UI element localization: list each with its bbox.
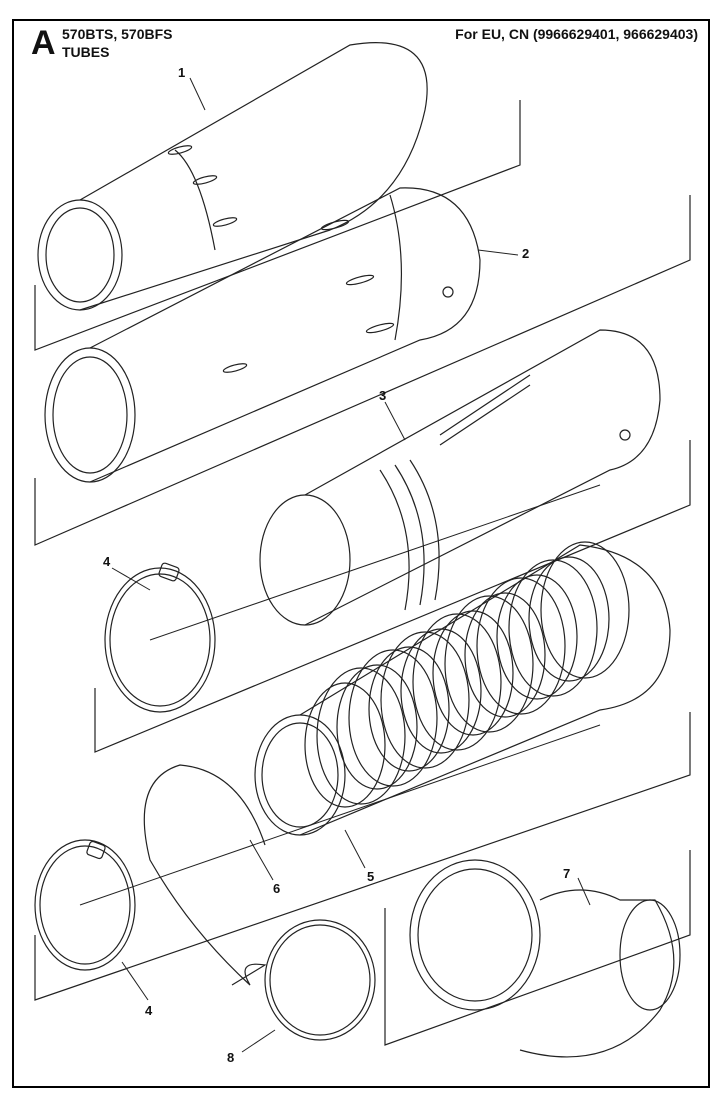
callout-1: 1 <box>178 65 185 80</box>
bellows-fold <box>348 649 438 787</box>
bellows-fold <box>464 592 546 718</box>
wire-part <box>143 764 267 986</box>
section-outline <box>94 440 691 753</box>
tube-1-part <box>37 42 428 311</box>
callout-4-lower: 4 <box>145 1003 153 1018</box>
bellows-fold <box>304 682 386 808</box>
model-names: 570BTS, 570BFS <box>62 26 173 42</box>
bellows-fold <box>432 610 514 736</box>
tube-2-part <box>44 187 481 483</box>
leader-lines <box>79 77 601 1053</box>
bellows-fold <box>368 646 450 772</box>
clamp-upper-part <box>104 562 216 713</box>
tube-3-part <box>259 329 661 626</box>
section-outline <box>34 712 691 1001</box>
bellows-part <box>254 541 671 836</box>
callout-7: 7 <box>563 866 570 881</box>
ring-part <box>264 919 376 1041</box>
clamp-lower-part <box>34 839 136 971</box>
bellows-fold <box>400 628 482 754</box>
region-note: For EU, CN (9966629401, 966629403) <box>455 26 698 42</box>
bellows-fold <box>316 667 406 805</box>
section-letter: A <box>31 24 56 62</box>
bellows-fold <box>496 574 578 700</box>
callout-4-upper: 4 <box>103 554 111 569</box>
section-outline <box>34 195 691 546</box>
section-outline <box>34 100 521 351</box>
callout-2: 2 <box>522 246 529 261</box>
callout-5: 5 <box>367 869 374 884</box>
section-outline <box>384 850 691 1046</box>
callout-8: 8 <box>227 1050 234 1065</box>
bellows-fold <box>444 595 534 733</box>
bellows-fold <box>508 559 598 697</box>
bellows-fold <box>540 541 630 679</box>
diagram-frame <box>12 19 710 1088</box>
callout-3: 3 <box>379 388 386 403</box>
bellows-fold <box>528 556 610 682</box>
diagram-title: TUBES <box>62 44 110 60</box>
elbow-part <box>409 859 681 1058</box>
bellows-fold <box>412 613 502 751</box>
callout-6: 6 <box>273 881 280 896</box>
bellows-fold <box>380 631 470 769</box>
bellows-fold <box>476 577 566 715</box>
bellows-fold <box>336 664 418 790</box>
